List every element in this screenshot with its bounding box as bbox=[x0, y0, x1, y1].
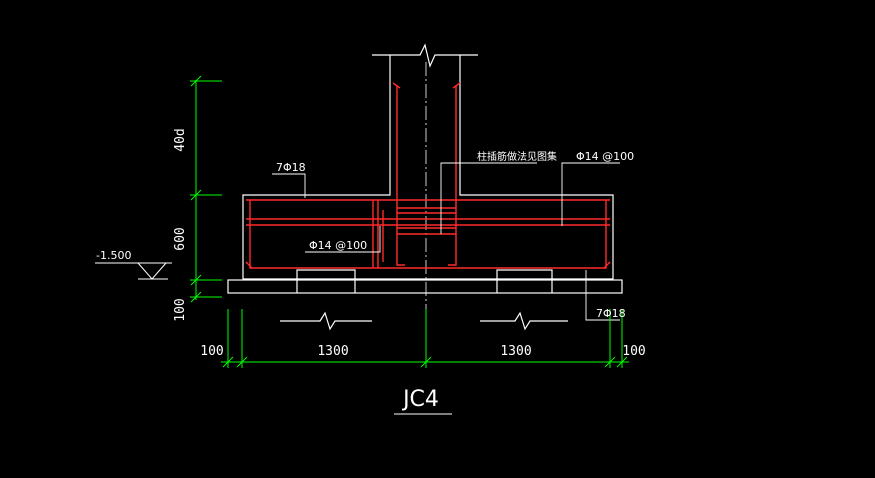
dim-anchorage: 40d bbox=[173, 128, 188, 151]
drawing-title: JC4 bbox=[401, 387, 439, 412]
dim-right-span: 1300 bbox=[500, 344, 531, 359]
dim-left-span: 1300 bbox=[317, 344, 348, 359]
dim-footing-height: 600 bbox=[173, 227, 188, 250]
dimension-texts: 40d 600 100 100 1300 1300 100 bbox=[173, 128, 646, 359]
rebar bbox=[245, 82, 611, 269]
label-top-stirrup: Φ14 @100 bbox=[576, 150, 634, 163]
dim-cushion-height: 100 bbox=[173, 298, 188, 321]
concrete-outline bbox=[227, 43, 623, 331]
label-bottom-bars: 7Φ18 bbox=[596, 307, 626, 320]
label-column-note: 柱插筋做法见图集 bbox=[477, 150, 557, 163]
elevation-label: -1.500 bbox=[96, 249, 131, 262]
dim-left-margin: 100 bbox=[200, 344, 223, 359]
elevation-mark bbox=[95, 262, 172, 280]
dimension-lines bbox=[190, 75, 629, 368]
dim-right-margin: 100 bbox=[622, 344, 645, 359]
annotation-texts: -1.500 7Φ18 柱插筋做法见图集 Φ14 @100 Φ14 @100 7… bbox=[96, 150, 634, 320]
leader-lines bbox=[272, 162, 620, 321]
label-top-bars: 7Φ18 bbox=[276, 161, 306, 174]
label-bottom-stirrup: Φ14 @100 bbox=[309, 239, 367, 252]
